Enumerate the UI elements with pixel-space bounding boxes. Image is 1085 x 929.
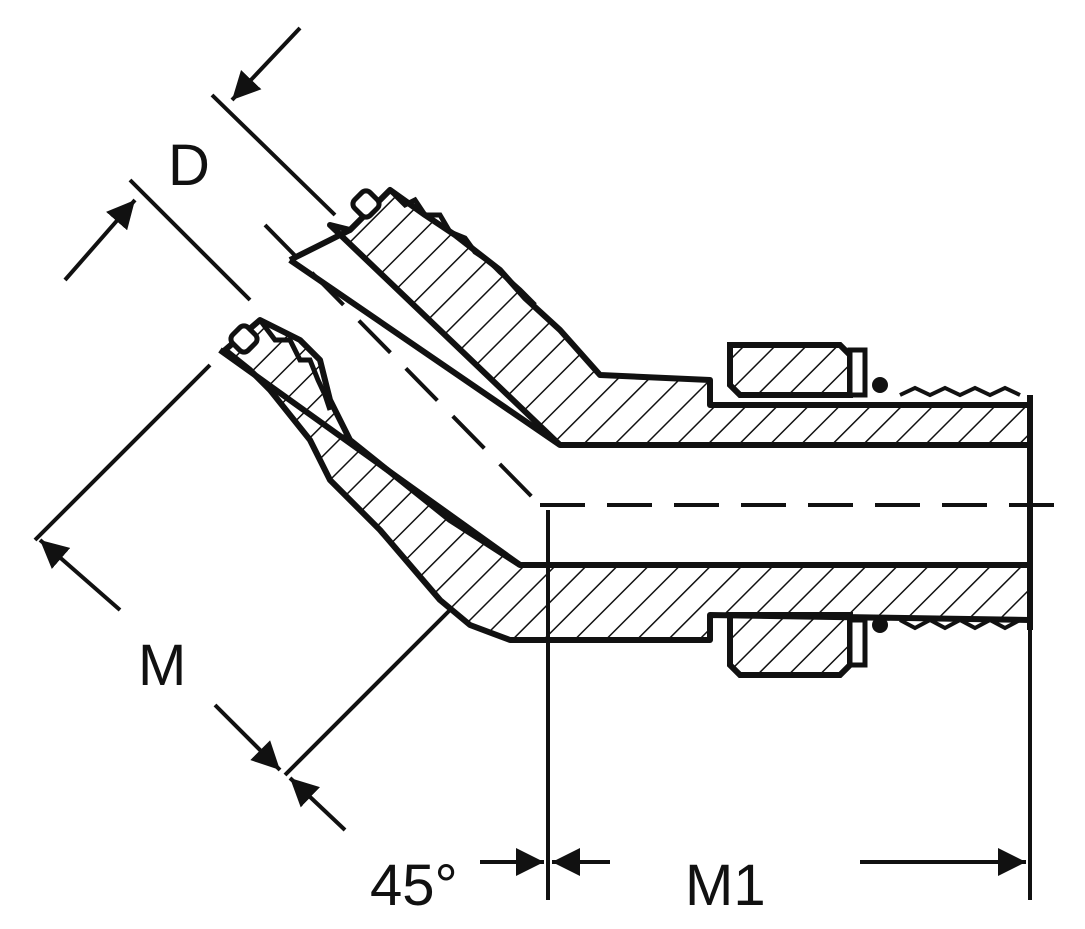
right-end-thread bbox=[899, 385, 1021, 631]
bore-outline bbox=[218, 227, 562, 568]
label-m: M bbox=[138, 633, 186, 698]
lock-nut-bottom bbox=[727, 612, 888, 678]
left-seal-rings bbox=[228, 188, 382, 355]
dimension-m bbox=[33, 363, 452, 832]
lower-wall-section bbox=[222, 317, 1033, 643]
dimension-m1 bbox=[480, 510, 1032, 900]
lower-stud-thread bbox=[258, 318, 333, 411]
dimension-d bbox=[63, 26, 337, 302]
label-m1: M1 bbox=[685, 853, 766, 918]
label-d: D bbox=[168, 133, 210, 198]
upper-stud-thread bbox=[388, 188, 537, 307]
lock-nut-top bbox=[727, 342, 888, 398]
label-angle: 45° bbox=[370, 853, 458, 918]
centerlines bbox=[263, 223, 1075, 507]
upper-wall-section bbox=[327, 187, 1033, 448]
